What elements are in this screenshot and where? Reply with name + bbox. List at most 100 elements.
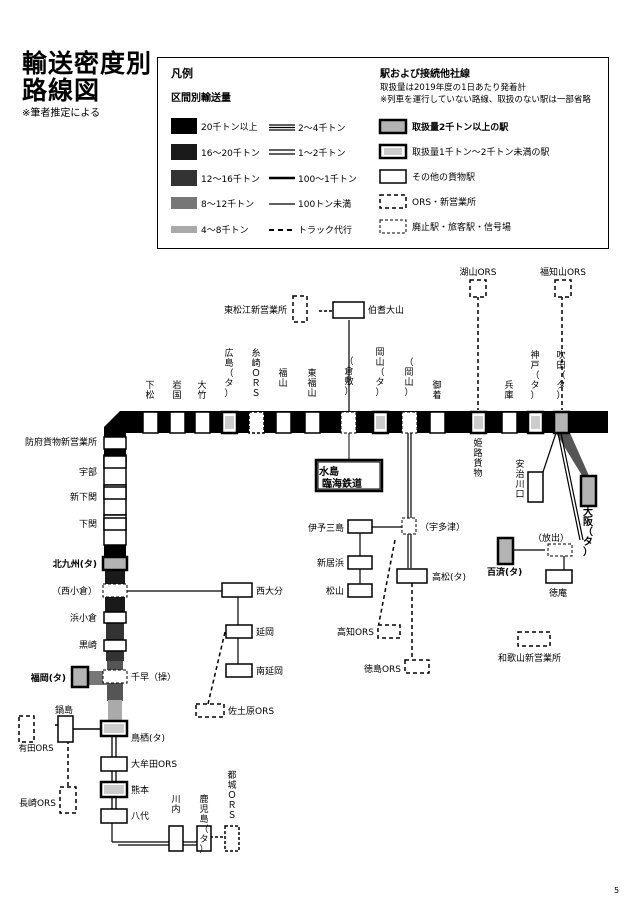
label-higashifukuyama: 東福山 xyxy=(307,367,316,399)
suita-to-osaka xyxy=(556,433,590,482)
label-otake: 大竹 xyxy=(197,379,206,401)
label-hakuto: 伯耆大山 xyxy=(368,304,404,316)
label-ajikawa: 安治川口 xyxy=(515,458,524,500)
legend-section-heading: 区間別輸送量 xyxy=(171,91,231,104)
station-utazu xyxy=(401,517,417,535)
legend-thin-label-1: 2～4千トン xyxy=(298,123,345,134)
label-kagoshima: 鹿児島（タ） xyxy=(199,793,208,855)
station-iwakuni xyxy=(169,411,186,434)
label-okayama: 岡山（タ） xyxy=(375,347,384,398)
label-kudara: 百済(タ) xyxy=(487,566,522,578)
legend-thin-label-2: 1～2千トン xyxy=(298,148,345,159)
label-nishioita: 西大分 xyxy=(256,585,283,597)
legend-swatch-3 xyxy=(171,170,197,186)
label-mitsuishi: 御着 xyxy=(432,379,441,401)
station-nobeoka xyxy=(225,624,253,639)
label-kurosaki: 黒崎 xyxy=(79,639,97,651)
legend-station-major xyxy=(378,118,408,135)
legend-thin-label-4: 100トン未満 xyxy=(298,198,351,210)
label-sendai: 川内 xyxy=(171,795,180,815)
station-nishioita xyxy=(221,582,253,598)
legend-station-label-1: 取扱量2千トン以上の駅 xyxy=(412,121,509,133)
station-mizushima xyxy=(314,458,384,493)
station-fukuyama xyxy=(275,411,292,434)
legend-station-other xyxy=(379,169,407,184)
station-sadowara xyxy=(195,703,225,718)
legend-line-1-2k xyxy=(269,149,295,155)
legend-station-label-4: ORS・新営業所 xyxy=(412,196,476,208)
label-chihaya: 千早（操） xyxy=(131,671,176,683)
label-niihama: 新居浜 xyxy=(317,557,344,569)
label-ube: 宇部 xyxy=(79,466,97,478)
label-itozaki: 糸崎ＯＲＳ xyxy=(251,347,260,399)
title-line1: 輸送密度別 xyxy=(22,49,153,78)
station-osaka xyxy=(579,474,598,508)
station-takamatsu xyxy=(396,568,428,584)
kochi-truck xyxy=(377,539,396,629)
label-hyogo: 兵庫 xyxy=(504,379,513,401)
label-himeji: 姫路貨物 xyxy=(473,437,482,479)
legend-stations-note1: 取扱量は2019年度の1日あたり発着計 xyxy=(380,82,527,93)
other-stations xyxy=(18,279,598,852)
label-fukuoka: 福岡(タ) xyxy=(30,672,66,684)
label-takamatsu: 高松(タ) xyxy=(432,571,466,583)
legend-stations-note2: ※列車を運行していない路線、取扱のない駅は一部省略 xyxy=(380,94,591,105)
legend-station-label-3: その他の貨物駅 xyxy=(412,171,475,183)
label-sadowara: 佐土原ORS xyxy=(228,705,274,717)
station-kagoshima xyxy=(196,825,212,852)
label-kitakyushu: 北九州(タ) xyxy=(53,558,97,570)
label-tosu: 鳥栖(タ) xyxy=(131,732,165,744)
secondary-lines xyxy=(55,296,565,846)
station-minaminobeoka xyxy=(225,663,253,678)
station-hamakokura xyxy=(103,611,127,624)
main-line-stations xyxy=(142,410,571,435)
legend-thick-label-2: 16～20千トン xyxy=(201,148,260,159)
station-nishikokura xyxy=(102,583,128,598)
station-kochi xyxy=(377,624,401,639)
label-omuta: 大牟田ORS xyxy=(131,758,177,770)
legend-thick-label-1: 20千トン以上 xyxy=(201,122,257,133)
station-otake xyxy=(194,411,211,434)
legend-thin-label-3: 100～1千トン xyxy=(298,174,357,185)
station-nabeshima xyxy=(57,715,74,743)
label-nobeoka: 延岡 xyxy=(256,626,274,638)
station-higashimatsue xyxy=(292,295,308,323)
station-kurashiki xyxy=(340,411,357,434)
legend-box: 凡例 区間別輸送量 駅および接続他社線 取扱量は2019年度の1日あたり発着計 … xyxy=(157,57,609,249)
legend-station-abandoned xyxy=(379,219,407,234)
legend-thick-label-3: 12～16千トン xyxy=(201,174,260,185)
station-fukuchiyama-ors xyxy=(554,279,572,298)
label-nagasaki: 長崎ORS xyxy=(19,797,56,809)
label-iwakuni: 岩国 xyxy=(172,379,181,401)
legend-thin-label-5: トラック代行 xyxy=(298,224,352,236)
label-kochi: 高知ORS xyxy=(337,626,374,638)
label-hamakokura: 浜小倉 xyxy=(70,612,97,624)
station-yatsushiro xyxy=(100,808,128,824)
station-tokuan xyxy=(545,569,573,584)
legend-stations-heading: 駅および接続他社線 xyxy=(379,67,470,80)
label-yatsushiro: 八代 xyxy=(131,811,149,822)
station-shimomatsu xyxy=(142,411,159,434)
legend-swatch-5 xyxy=(171,226,197,233)
station-iyomishima xyxy=(347,519,373,534)
label-nabeshima: 鍋島 xyxy=(55,704,73,716)
label-matsuyama: 松山 xyxy=(326,585,344,597)
label-shimonoseki: 下関 xyxy=(79,519,97,530)
station-itozaki xyxy=(248,411,265,434)
label-fukuyama: 福山 xyxy=(278,367,287,389)
page-number: 5 xyxy=(614,886,620,895)
label-kobe: 神戸（タ） xyxy=(530,349,539,401)
legend-thick-label-4: 8～12千トン xyxy=(201,199,254,210)
station-kudara xyxy=(496,536,515,566)
station-miyakonojo xyxy=(224,825,240,852)
station-sendai xyxy=(168,825,184,852)
label-wakayama: 和歌山新営業所 xyxy=(498,652,561,664)
label-kumamoto: 熊本 xyxy=(131,784,149,796)
label-hanaten: （放出） xyxy=(533,532,569,544)
vertical-station-labels: 下松岩国大竹広島（タ）糸崎ＯＲＳ福山東福山（倉敷）岡山（タ）（岡山）御着兵庫神戸… xyxy=(145,347,594,855)
station-hakuto xyxy=(332,301,365,319)
station-koyama-ors xyxy=(469,279,487,298)
sadowara-truck xyxy=(207,631,226,705)
label-suita: 吹田（タ） xyxy=(556,349,565,401)
